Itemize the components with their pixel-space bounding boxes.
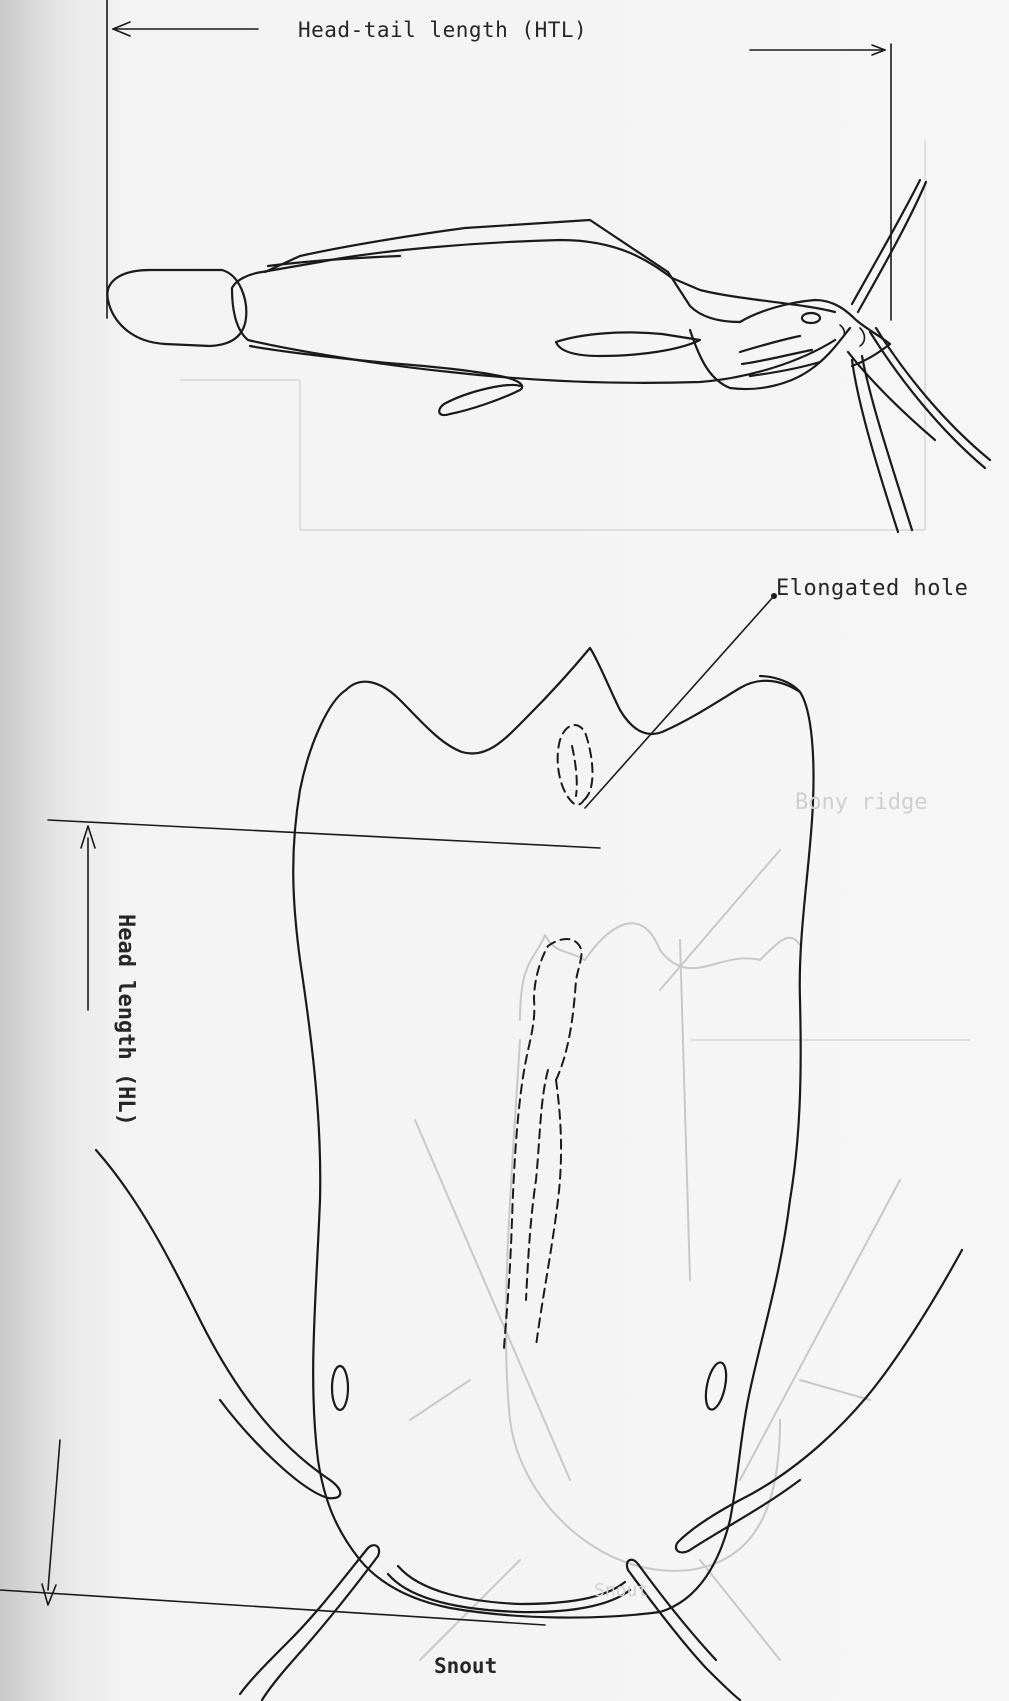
snout-label: Snout	[434, 1654, 497, 1678]
nasal-barbel-upper	[852, 180, 926, 312]
head-tail-length-label: Head-tail length (HTL)	[298, 18, 587, 42]
adipose-fin	[668, 272, 740, 322]
elongated-hole-label: Elongated hole	[776, 576, 968, 601]
caudal-fin	[107, 270, 246, 346]
mandibular-barbel	[852, 356, 912, 532]
supraoccipital-notch	[346, 648, 800, 754]
head-outline	[740, 300, 890, 366]
right-eye	[702, 1361, 730, 1412]
fish-side-view	[107, 180, 990, 532]
right-barbel-outer	[676, 1250, 962, 1552]
elongated-hole-leader	[585, 596, 774, 808]
fontanel	[504, 939, 581, 1348]
side-eye	[802, 313, 820, 323]
hl-dimension	[0, 820, 600, 1625]
head-outline-dorsal	[293, 676, 813, 1618]
left-eye	[332, 1366, 348, 1410]
left-barbel-inner	[240, 1548, 378, 1700]
head-length-label: Head length (HL)	[113, 914, 138, 1274]
show-through-drawing	[180, 140, 970, 1660]
pectoral-fin	[556, 332, 700, 356]
show-through-snout: Snout	[594, 1580, 648, 1601]
show-through-bony-ridge: Bony ridge	[795, 790, 927, 815]
